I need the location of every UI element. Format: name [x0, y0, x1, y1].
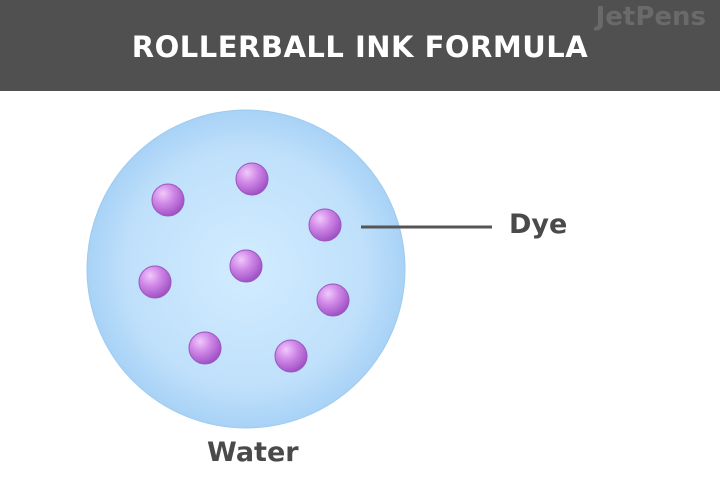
ink-diagram: Dye Water — [0, 91, 720, 480]
page-title: ROLLERBALL INK FORMULA — [131, 30, 589, 64]
dye-particle — [151, 183, 185, 217]
dye-particle — [235, 162, 269, 196]
dye-particle — [316, 283, 350, 317]
dye-particle — [229, 249, 263, 283]
brand-watermark: JetPens — [595, 2, 706, 32]
dye-particles — [138, 162, 350, 373]
header-bar: ROLLERBALL INK FORMULA JetPens — [0, 0, 720, 91]
dye-particle — [188, 331, 222, 365]
dye-label: Dye — [509, 209, 568, 240]
water-label: Water — [207, 437, 299, 468]
dye-particle — [274, 339, 308, 373]
dye-particle — [138, 265, 172, 299]
dye-particle — [308, 208, 342, 242]
diagram-canvas — [86, 109, 492, 429]
